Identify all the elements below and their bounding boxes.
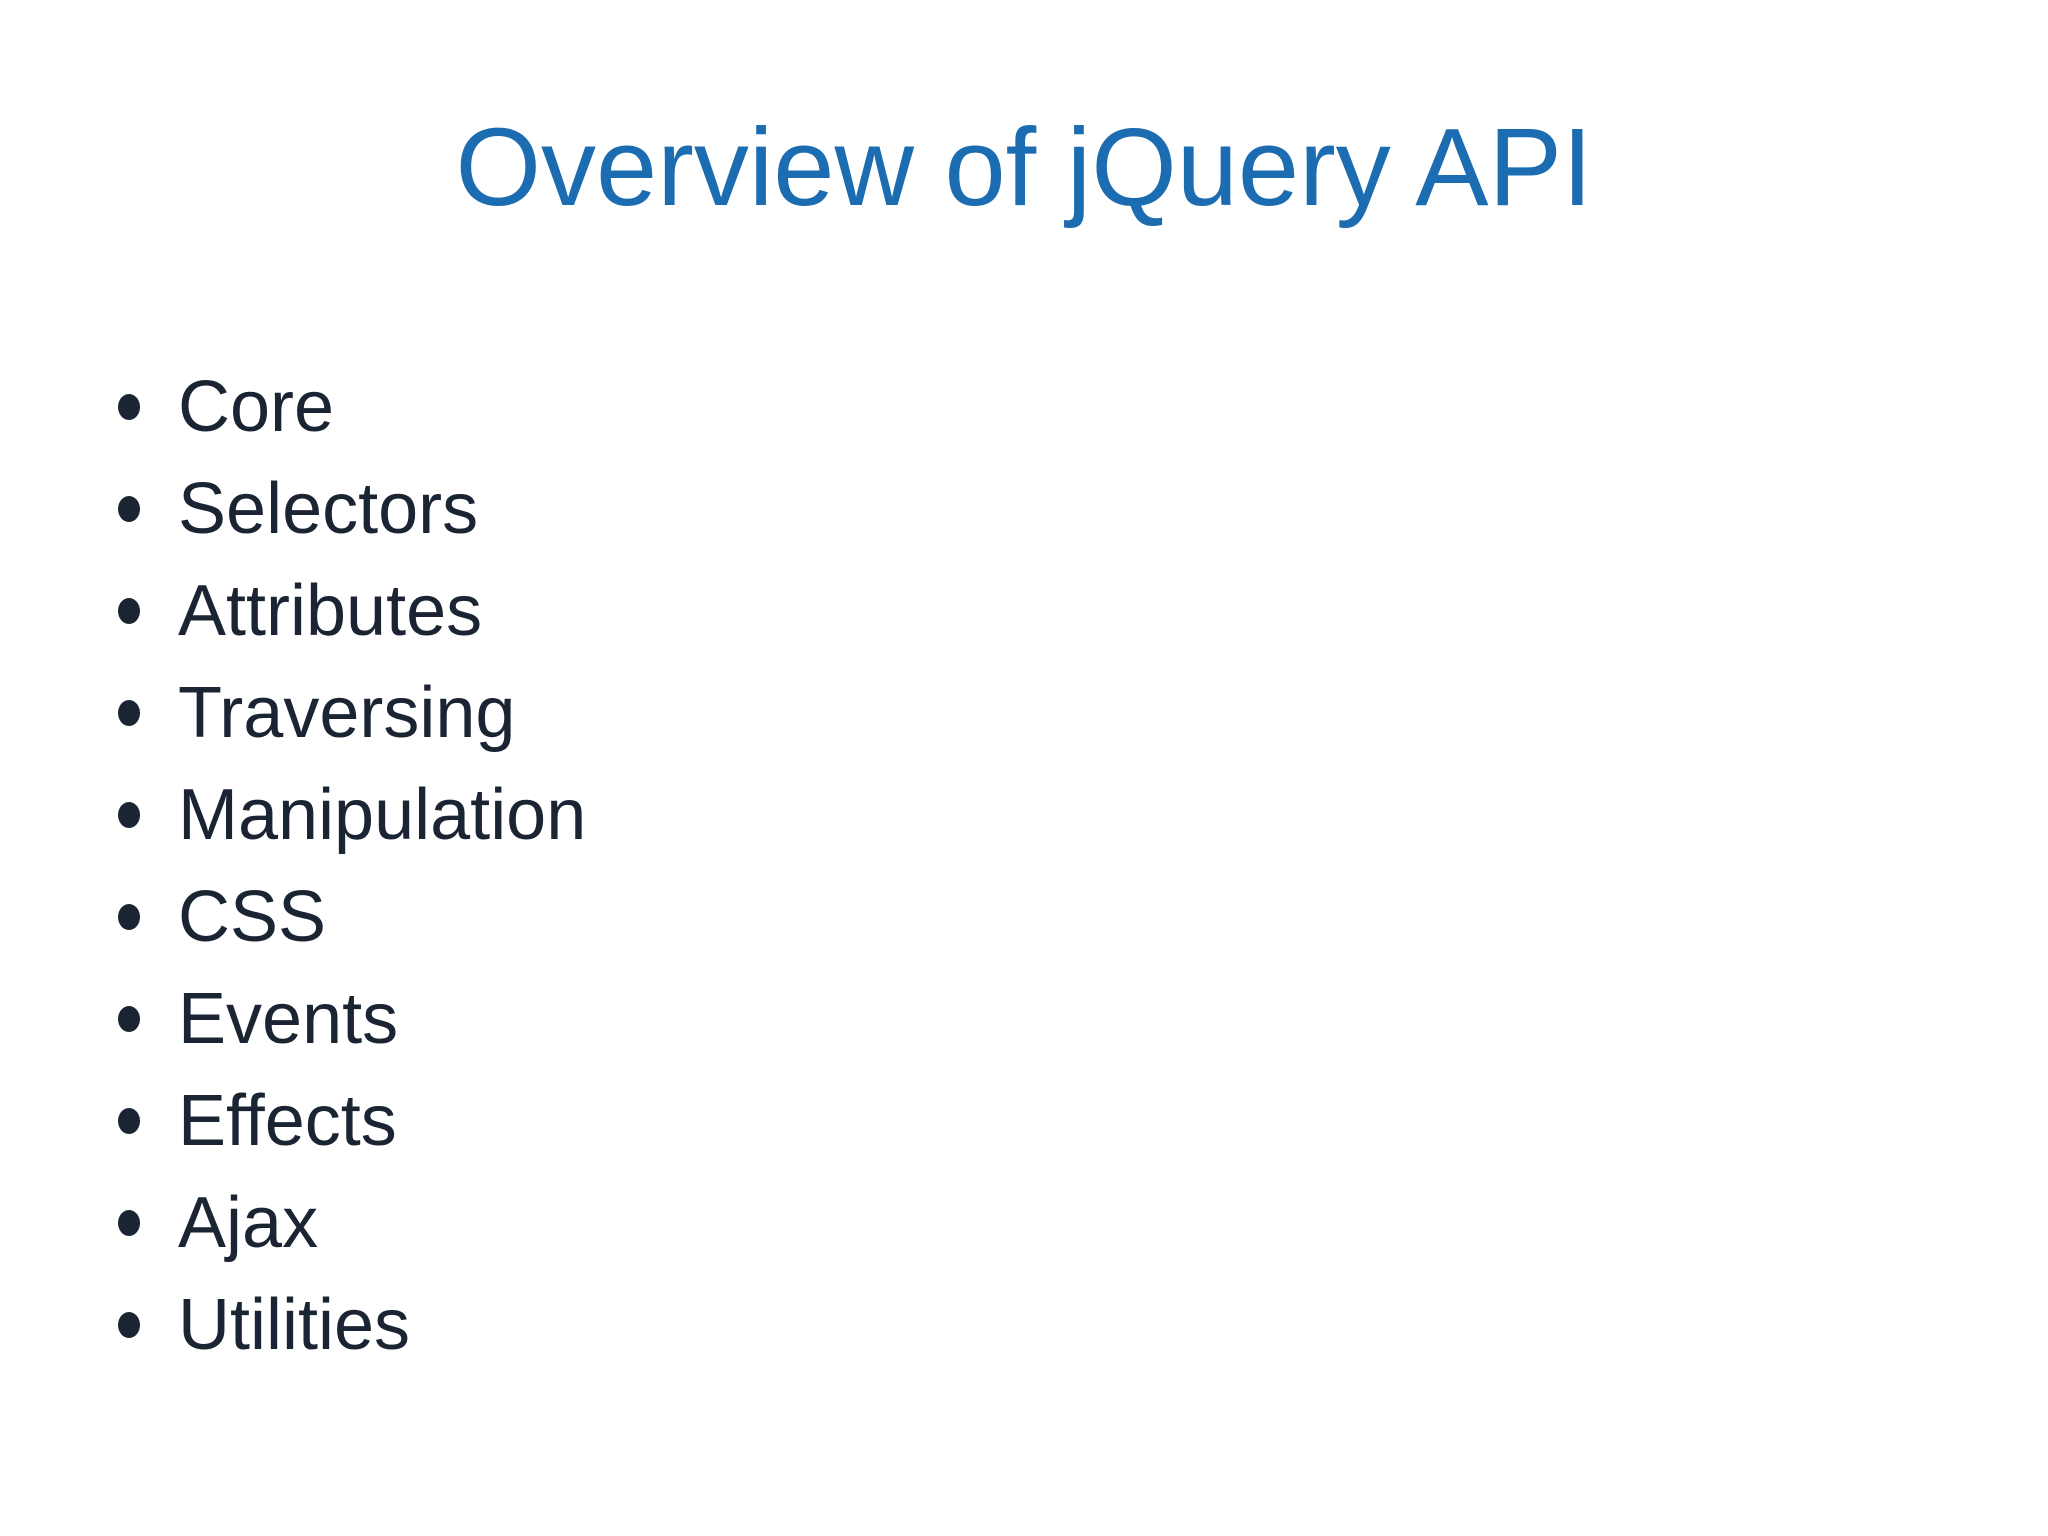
- list-item: Traversing: [118, 662, 586, 764]
- bullet-icon: [118, 598, 140, 624]
- list-item-label: Traversing: [178, 673, 516, 753]
- list-item: Utilities: [118, 1274, 586, 1376]
- bullet-list: Core Selectors Attributes Traversing Man…: [118, 356, 586, 1376]
- list-item: Core: [118, 356, 586, 458]
- list-item-label: CSS: [178, 877, 327, 957]
- list-item: Manipulation: [118, 764, 586, 866]
- list-item-label: Core: [178, 367, 335, 447]
- bullet-icon: [118, 1108, 140, 1134]
- list-item: CSS: [118, 866, 586, 968]
- list-item: Selectors: [118, 458, 586, 560]
- bullet-icon: [118, 802, 140, 828]
- bullet-icon: [118, 1312, 140, 1338]
- list-item: Attributes: [118, 560, 586, 662]
- list-item-label: Events: [178, 979, 399, 1059]
- bullet-icon: [118, 700, 140, 726]
- bullet-icon: [118, 394, 140, 420]
- bullet-icon: [118, 1006, 140, 1032]
- list-item-label: Utilities: [178, 1285, 411, 1365]
- list-item-label: Ajax: [178, 1183, 319, 1263]
- list-item-label: Selectors: [178, 469, 479, 549]
- slide-title: Overview of jQuery API: [455, 106, 1593, 229]
- list-item-label: Manipulation: [178, 775, 587, 855]
- list-item: Events: [118, 968, 586, 1070]
- list-item-label: Attributes: [178, 571, 483, 651]
- bullet-icon: [118, 496, 140, 522]
- list-item: Ajax: [118, 1172, 586, 1274]
- list-item: Effects: [118, 1070, 586, 1172]
- list-item-label: Effects: [178, 1081, 397, 1161]
- bullet-icon: [118, 1210, 140, 1236]
- bullet-icon: [118, 904, 140, 930]
